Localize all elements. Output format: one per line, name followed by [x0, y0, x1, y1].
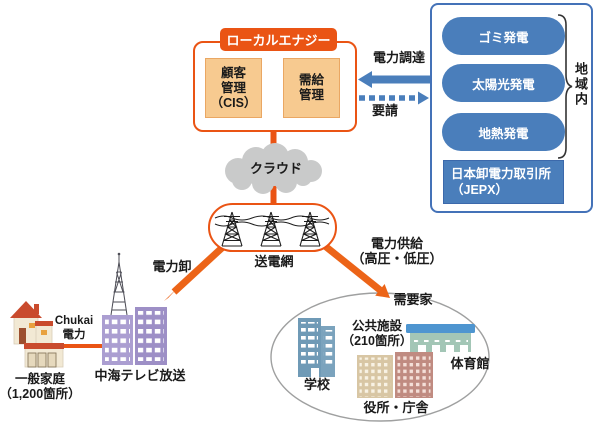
school-icon	[298, 318, 335, 377]
grid-label: 送電網	[254, 254, 294, 269]
waste-power-pill: ゴミ発電	[442, 17, 565, 55]
public-facilities-label: 公共施設 （210箇所）	[341, 319, 413, 348]
supply-arrow	[322, 243, 390, 298]
house-icon	[10, 301, 53, 345]
utility-label: Chukai 電力	[54, 315, 94, 341]
request-arrow	[359, 91, 429, 105]
supply-arrow-label: 電力供給 （高圧・低圧）	[351, 236, 443, 267]
cloud-label: クラウド	[249, 161, 303, 176]
transmission-tower-icon	[214, 211, 330, 247]
government-label: 役所・庁舎	[363, 400, 429, 415]
jepx-box: 日本卸電力取引所 （JEPX）	[443, 160, 564, 204]
geothermal-power-pill: 地熱発電	[442, 113, 565, 151]
shop-icon	[24, 343, 64, 368]
wholesale-arrow-label: 電力卸	[152, 259, 192, 274]
regional-sources-panel: ゴミ発電 太陽光発電 地熱発電 日本卸電力取引所 （JEPX） 地域内	[430, 3, 593, 213]
customer-management-box: 顧客 管理 （CIS）	[205, 58, 262, 118]
local-energy-title: ローカルエナジー	[220, 28, 337, 51]
school-label: 学校	[303, 377, 331, 392]
government-buildings-icon	[357, 352, 433, 398]
antenna-icon	[110, 252, 128, 316]
supply-demand-management-box: 需給 管理	[283, 58, 340, 118]
procurement-arrow-label: 電力調達	[372, 50, 426, 65]
cloud-icon	[225, 143, 322, 194]
tv-buildings-icon	[102, 307, 167, 365]
transmission-grid-pill	[208, 203, 337, 252]
power-procurement-arrow	[358, 71, 432, 88]
solar-power-pill: 太陽光発電	[442, 64, 565, 102]
consumers-title: 需要家	[393, 292, 433, 307]
wholesale-arrow	[164, 243, 227, 301]
region-brace	[557, 14, 573, 159]
tv-station-label: 中海テレビ放送	[94, 368, 186, 383]
region-label: 地域内	[573, 62, 588, 107]
request-arrow-label: 要請	[371, 103, 399, 118]
gymnasium-label: 体育館	[450, 356, 490, 371]
gymnasium-icon	[406, 324, 475, 353]
households-label: 一般家庭 （1,200箇所）	[0, 372, 81, 401]
